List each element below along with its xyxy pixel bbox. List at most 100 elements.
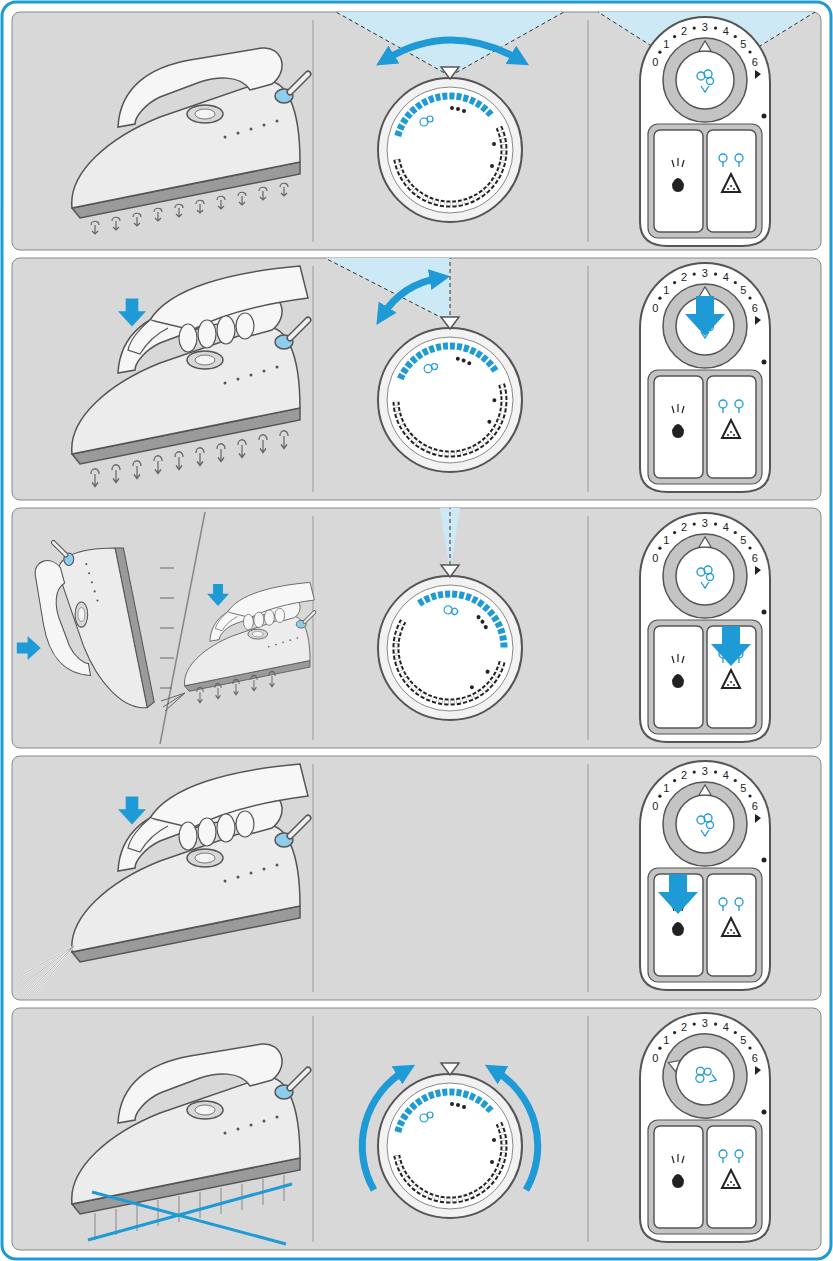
steam-line <box>160 568 174 688</box>
spray-line <box>16 946 74 996</box>
temperature-dial <box>378 1063 522 1218</box>
steam-knob <box>663 782 747 866</box>
rotate-arrow <box>494 1070 538 1190</box>
steam-puff <box>217 196 225 209</box>
dial-number: 4 <box>723 272 729 283</box>
dial-number: 1 <box>663 38 669 49</box>
step-row <box>12 1008 821 1250</box>
panel-divider <box>588 266 589 492</box>
steam-puff <box>154 456 162 474</box>
dashed-line <box>325 258 450 322</box>
dial-number: 2 <box>681 1022 687 1033</box>
dial-number: 2 <box>681 522 687 533</box>
panel-divider <box>588 764 589 992</box>
steam-knob <box>663 38 747 122</box>
steam-puff <box>112 465 120 483</box>
panel-divider <box>313 516 314 740</box>
step-row <box>12 258 821 500</box>
temperature-dial <box>378 317 522 472</box>
row-panel <box>12 12 821 250</box>
steam-knob <box>663 534 747 618</box>
steam-control <box>640 1013 770 1242</box>
dial-scale <box>397 1092 504 1200</box>
dial-number: 6 <box>752 800 758 811</box>
temperature-dial <box>378 67 522 222</box>
dial-number: 1 <box>663 1034 669 1045</box>
steam-puff <box>154 208 162 221</box>
steam-puff <box>215 684 221 699</box>
steam-puff <box>133 461 141 479</box>
dial-number: 2 <box>681 272 687 283</box>
rotate-arrow <box>385 40 520 60</box>
dial-number: 2 <box>681 770 687 781</box>
dial-number: 3 <box>702 1018 708 1029</box>
press-arrow <box>118 299 146 327</box>
panel-divider <box>313 1016 314 1242</box>
press-arrow <box>711 626 751 666</box>
hand <box>128 764 308 852</box>
step-row <box>12 508 821 748</box>
steam-puff <box>259 187 267 200</box>
panel-divider <box>588 516 589 740</box>
steam-puff <box>217 444 225 462</box>
dial-number: 6 <box>752 1052 758 1063</box>
steam-puff <box>175 204 183 217</box>
dial-number: 0 <box>652 302 658 313</box>
dial-number: 4 <box>723 770 729 781</box>
press-arrow <box>685 296 725 336</box>
dial-number: 3 <box>702 518 708 529</box>
steam-puff <box>133 213 141 226</box>
dial-number: 0 <box>652 1052 658 1063</box>
panel-divider <box>313 20 314 242</box>
highlight-wedge <box>440 508 460 572</box>
steam-puff <box>197 688 203 703</box>
dial-number: 3 <box>702 766 708 777</box>
steam-puff <box>91 469 99 487</box>
steam-puff <box>112 217 120 230</box>
dial-number: 3 <box>702 22 708 33</box>
steam-control <box>640 17 770 246</box>
steam-puff <box>233 680 239 695</box>
steam-puff <box>175 452 183 470</box>
steam-puff <box>280 183 288 196</box>
iron <box>72 48 308 218</box>
steam-puff <box>251 676 257 691</box>
dial-number: 0 <box>652 552 658 563</box>
separator-line <box>160 512 205 744</box>
dial-number: 5 <box>740 534 746 545</box>
steam-control <box>640 263 770 492</box>
press-arrow <box>118 797 146 825</box>
steam-puff <box>196 200 204 213</box>
step-row <box>12 756 821 1000</box>
steam-puff <box>238 192 246 205</box>
hand <box>128 266 308 354</box>
panel-divider <box>588 20 589 242</box>
hand <box>215 582 314 630</box>
steam-knob <box>663 284 747 368</box>
dial-number: 6 <box>752 56 758 67</box>
press-arrow <box>17 636 41 660</box>
row-panel <box>12 1008 821 1250</box>
dial-number: 4 <box>723 1022 729 1033</box>
steam-puff <box>91 221 99 234</box>
dial-number: 4 <box>723 26 729 37</box>
dial-scale <box>397 96 504 204</box>
steam-puff <box>238 440 246 458</box>
steam-puff <box>259 435 267 453</box>
step-row <box>12 12 821 250</box>
dial-number: 2 <box>681 26 687 37</box>
steam-control <box>640 761 770 990</box>
panel-divider <box>313 764 314 992</box>
dashed-line <box>450 508 451 572</box>
rotate-arrow <box>362 1070 406 1190</box>
dial-number: 5 <box>740 782 746 793</box>
dial-number: 1 <box>663 534 669 545</box>
steam-control <box>640 513 770 742</box>
dial-number: 0 <box>652 800 658 811</box>
spray-line <box>16 946 74 996</box>
dial-number: 4 <box>723 522 729 533</box>
dial-number: 5 <box>740 284 746 295</box>
